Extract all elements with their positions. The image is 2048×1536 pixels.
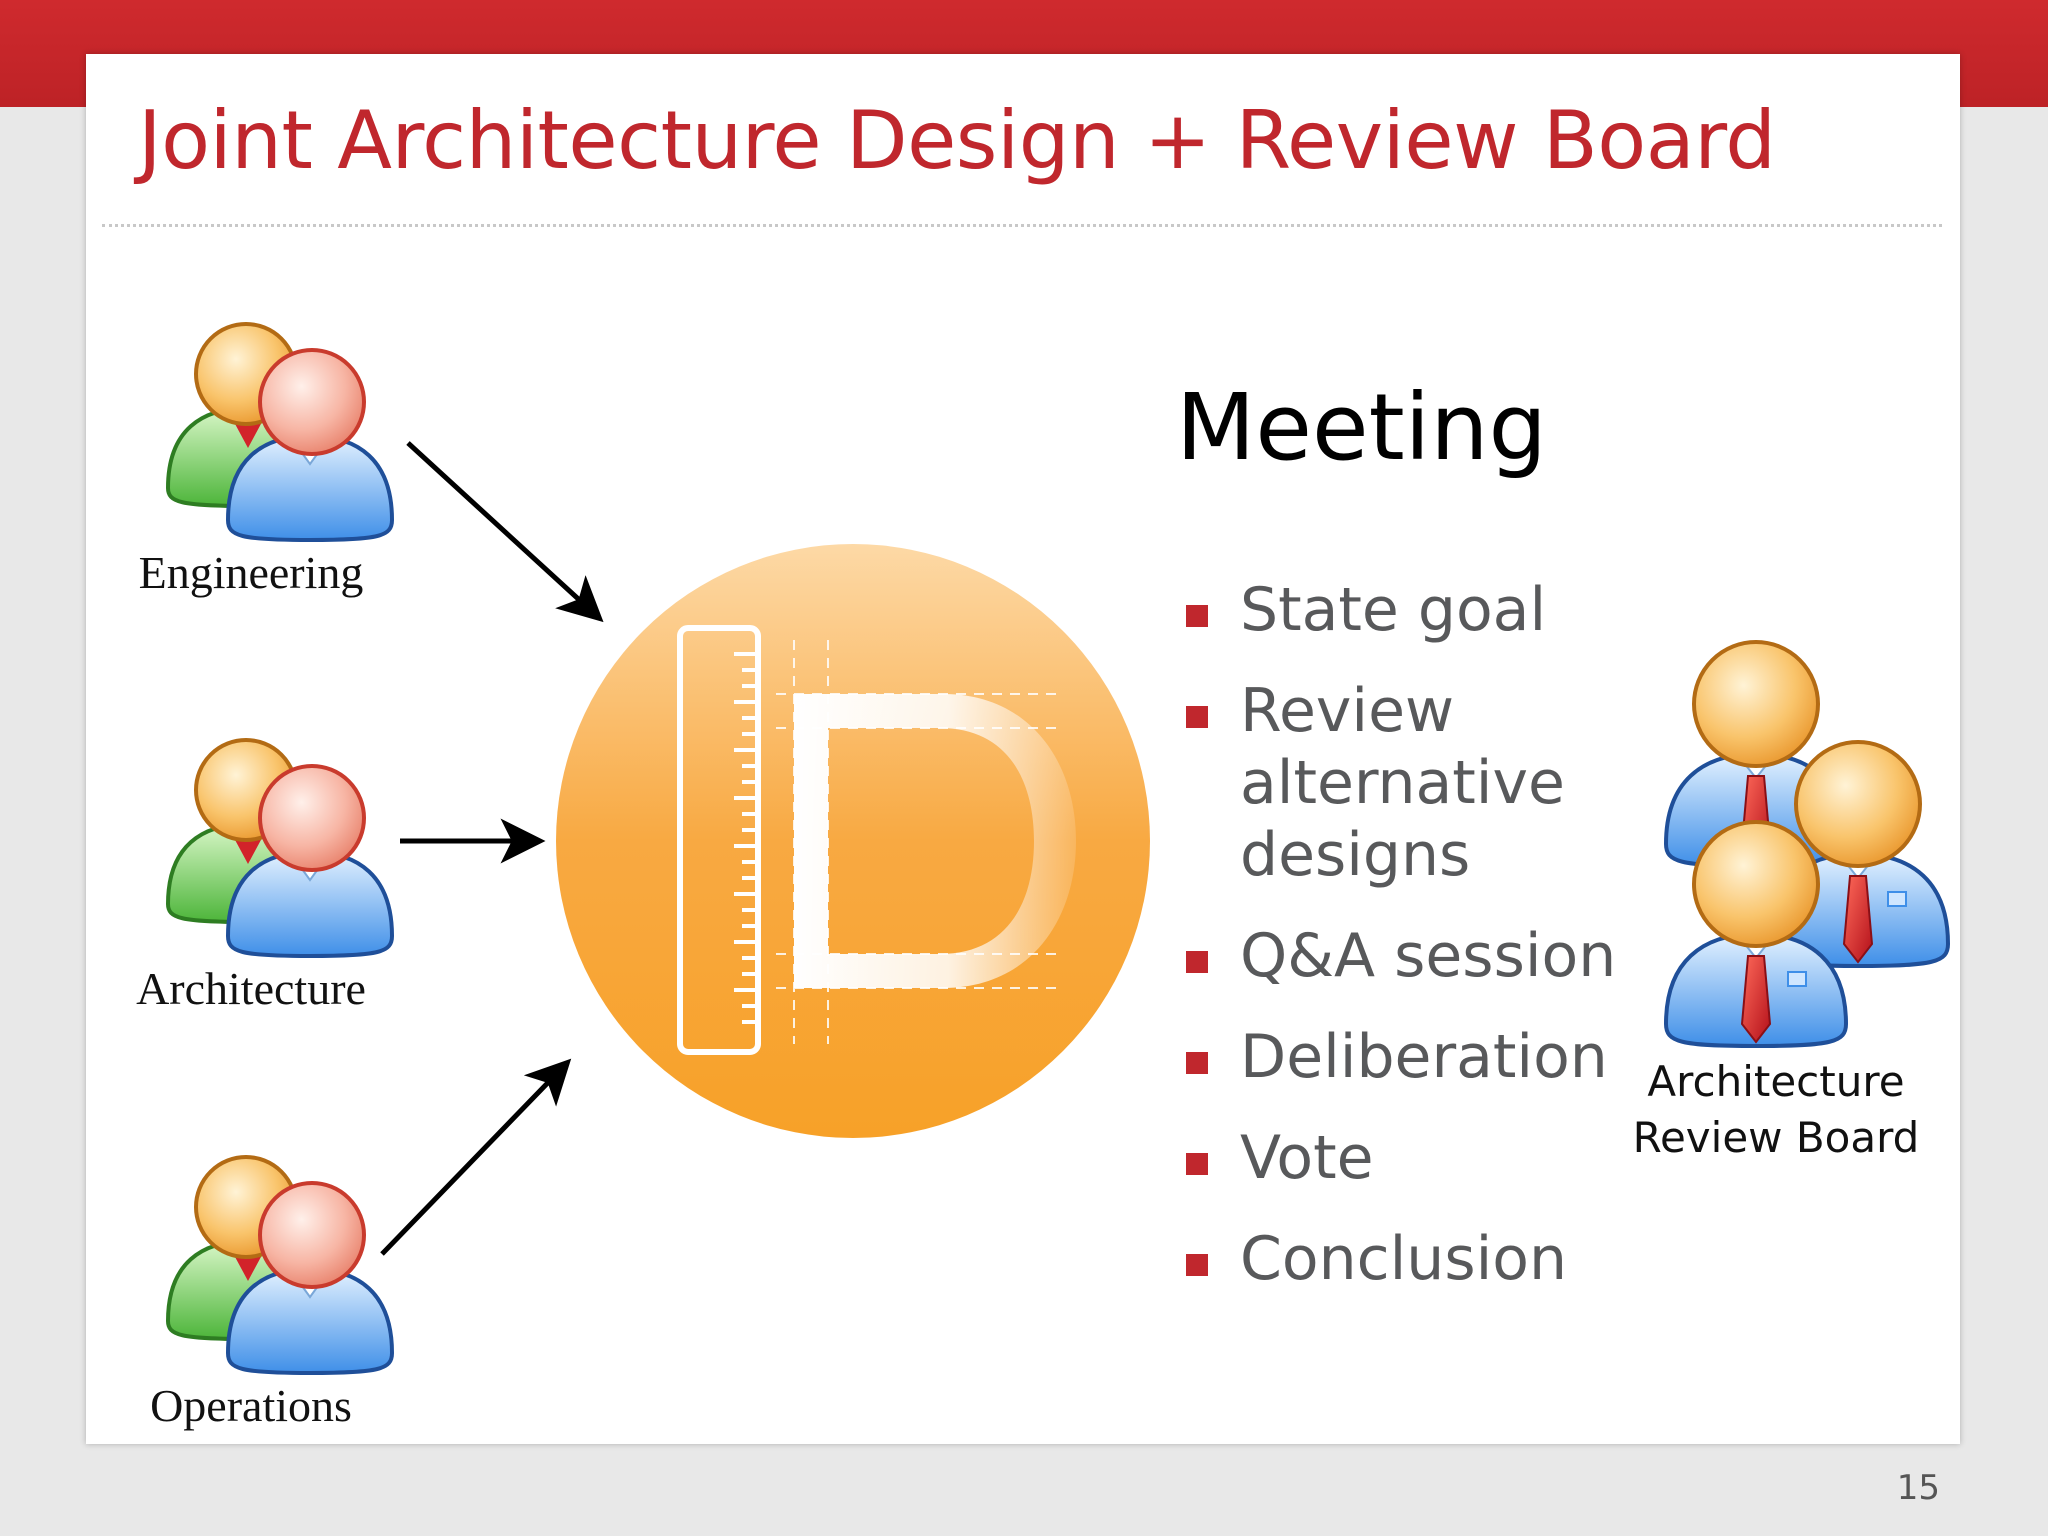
agenda-item: Vote	[1186, 1122, 1656, 1194]
bullet-square-icon	[1186, 1254, 1208, 1276]
title-divider	[102, 224, 1942, 227]
bullet-square-icon	[1186, 706, 1208, 728]
meeting-heading: Meeting	[1176, 374, 1547, 481]
agenda-item: Conclusion	[1186, 1223, 1656, 1295]
group-label-operations: Operations	[150, 1380, 352, 1431]
slide-title: Joint Architecture Design + Review Board	[138, 94, 1776, 187]
bullet-square-icon	[1186, 951, 1208, 973]
meeting-agenda-list: State goal Review alternative designs Q&…	[1186, 574, 1656, 1324]
review-board-label-line1: Architecture	[1647, 1057, 1905, 1106]
agenda-item: Review alternative designs	[1186, 675, 1656, 891]
page-number: 15	[1896, 1468, 1940, 1508]
bullet-square-icon	[1186, 605, 1208, 627]
agenda-item: Deliberation	[1186, 1021, 1656, 1093]
bullet-square-icon	[1186, 1153, 1208, 1175]
slide: Joint Architecture Design + Review Board	[86, 54, 1960, 1444]
agenda-item: Q&A session	[1186, 920, 1656, 992]
agenda-item: State goal	[1186, 574, 1656, 646]
design-logo-icon	[556, 544, 1150, 1138]
bullet-square-icon	[1186, 1052, 1208, 1074]
users-icon-architecture	[166, 738, 394, 958]
review-board-label-line2: Review Board	[1632, 1113, 1920, 1162]
group-label-engineering: Engineering	[138, 547, 364, 598]
board-members-icon	[1664, 640, 1950, 1048]
users-icon-engineering	[166, 322, 394, 542]
diagram-canvas	[166, 322, 1950, 1375]
review-board-label: Architecture Review Board	[1626, 1054, 1926, 1166]
group-label-architecture: Architecture	[136, 963, 366, 1014]
arrow-operations	[380, 1058, 572, 1256]
arrow-engineering	[406, 441, 604, 623]
users-icon-operations	[166, 1155, 394, 1375]
